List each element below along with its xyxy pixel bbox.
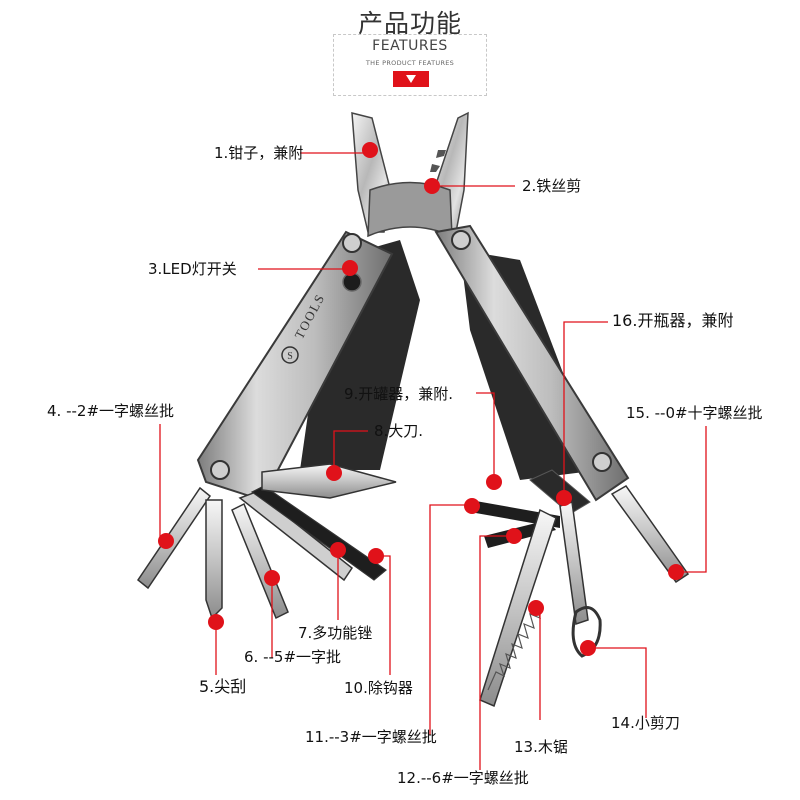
rivet (342, 233, 362, 253)
marker-4 (158, 533, 174, 549)
callout-phillips-0: 15. --0#十字螺丝批 (626, 404, 763, 422)
left-tools (136, 463, 397, 620)
hook-remover (250, 485, 387, 581)
marker-14 (580, 640, 596, 656)
callout-screwdriver-3: 11.--3#一字螺丝批 (305, 728, 437, 746)
marker-16 (556, 490, 572, 506)
marker-9 (486, 474, 502, 490)
scraper (205, 499, 223, 620)
right-tools (470, 469, 690, 708)
wood-saw (479, 508, 557, 708)
callout-wood-saw: 13.木锯 (514, 738, 568, 756)
file-tool (238, 491, 354, 582)
scissors-blade (559, 501, 589, 625)
callout-screwdriver-6: 12.--6#一字螺丝批 (397, 769, 529, 787)
brand-logo-letter: S (287, 351, 293, 362)
callout-led-switch: 3.LED灯开关 (148, 260, 237, 278)
callout-small-scissors: 14.小剪刀 (611, 714, 680, 732)
marker-8 (326, 465, 342, 481)
callout-hook-remover: 10.除钩器 (344, 679, 413, 697)
saw-teeth (487, 603, 541, 691)
rivet (592, 452, 612, 472)
callout-leader-lines (159, 152, 707, 770)
callout-scraper: 5.尖刮 (199, 677, 247, 696)
marker-15 (668, 564, 684, 580)
callout-large-blade: 8.大刀. (374, 422, 424, 440)
marker-1 (362, 142, 378, 158)
features-banner: FEATURES THE PRODUCT FEATURES (333, 34, 487, 96)
screwdriver-2 (136, 486, 212, 590)
marker-10 (368, 548, 384, 564)
callout-can-opener: 9.开罐器，兼附. (344, 385, 454, 403)
wire-cutter-teeth (430, 150, 446, 172)
marker-5 (208, 614, 224, 630)
callout-file: 7.多功能锉 (298, 624, 373, 642)
callout-screwdriver-5: 6. --5#一字批 (244, 648, 342, 666)
screwdriver-5 (231, 502, 289, 620)
pliers-jaws (351, 111, 469, 238)
callout-wire-cutter: 2.铁丝剪 (522, 177, 582, 195)
features-heading: FEATURES (372, 38, 448, 54)
triangle-down-icon (406, 75, 416, 83)
marker-7 (330, 542, 346, 558)
page-title: 产品功能 (357, 9, 462, 38)
marker-11 (464, 498, 480, 514)
marker-6 (264, 570, 280, 586)
marker-13 (528, 600, 544, 616)
marker-2 (424, 178, 440, 194)
callout-pliers: 1.钳子，兼附 (214, 144, 304, 162)
marker-3 (342, 260, 358, 276)
callout-markers (158, 142, 684, 656)
brand-logo (281, 346, 299, 364)
features-subtitle: THE PRODUCT FEATURES (365, 59, 455, 67)
pliers-pivot (367, 181, 453, 238)
right-handle (434, 224, 630, 502)
rivet (210, 460, 230, 480)
scroll-down-button[interactable] (393, 71, 429, 87)
marker-12 (506, 528, 522, 544)
callout-screwdriver-2: 4. --2#一字螺丝批 (47, 402, 175, 420)
scissors-handle (571, 606, 602, 658)
large-blade (261, 463, 397, 499)
rivet (451, 230, 471, 250)
phillips-0 (610, 485, 690, 584)
callout-bottle-opener: 16.开瓶器，兼附 (612, 311, 734, 330)
